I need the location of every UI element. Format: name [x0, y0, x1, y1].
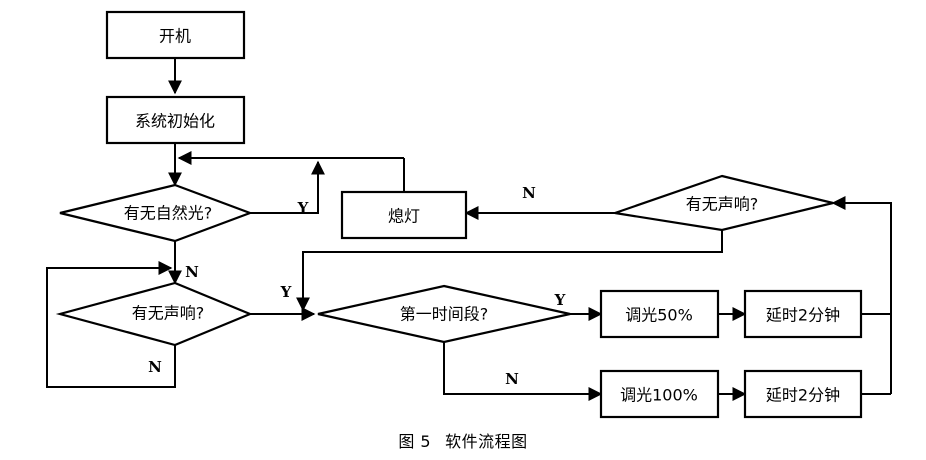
node-delay2-box — [743, 369, 863, 419]
node-delay1: 延时2分钟 — [743, 289, 863, 339]
edge-label-daylight-yes: Y — [297, 199, 309, 217]
node-period: 第一时间段? — [317, 284, 571, 344]
edge-period-no — [443, 342, 603, 401]
node-delay2-label: 延时2分钟 — [766, 386, 840, 405]
edge-soundleft-no-loop — [46, 261, 176, 388]
edge-label-soundleft-yes: Y — [280, 283, 292, 301]
node-daylight-diamond — [59, 183, 254, 243]
node-start: 开机 — [105, 10, 246, 60]
edge-label-soundleft-no: N — [148, 358, 162, 376]
node-sound-right-diamond — [614, 174, 834, 232]
node-daylight-label: 有无自然光? — [124, 204, 213, 223]
edge-label-daylight-no: N — [185, 263, 199, 281]
node-dim50-box — [599, 289, 720, 339]
node-lights-off: 熄灯 — [340, 190, 468, 240]
node-start-box — [105, 10, 246, 60]
node-sound-right-label: 有无声响? — [686, 195, 759, 214]
edge-daylight-yes — [250, 160, 325, 214]
node-init-label: 系统初始化 — [135, 112, 215, 131]
figure-caption-title: 软件流程图 — [445, 432, 528, 451]
node-sound-left: 有无声响? — [55, 281, 253, 347]
node-lights-off-box — [340, 190, 468, 240]
node-delay2: 延时2分钟 — [743, 369, 863, 419]
node-init-box — [105, 95, 246, 145]
node-period-diamond — [317, 284, 571, 344]
edge-soundright-yes-to-period — [296, 230, 723, 312]
edge-label-period-yes: Y — [554, 291, 566, 309]
edge-label-soundright-no: N — [522, 184, 536, 202]
node-delay1-box — [743, 289, 863, 339]
node-dim50-label: 调光50% — [625, 306, 693, 325]
node-daylight: 有无自然光? — [59, 183, 254, 243]
node-dim100: 调光100% — [599, 369, 720, 419]
figure-caption: 图 5 软件流程图 — [0, 428, 926, 452]
node-dim100-label: 调光100% — [620, 386, 698, 405]
node-dim100-box — [599, 369, 720, 419]
node-dim50: 调光50% — [599, 289, 720, 339]
node-period-label: 第一时间段? — [400, 305, 489, 324]
node-init: 系统初始化 — [105, 95, 246, 145]
node-start-label: 开机 — [159, 27, 191, 46]
edge-label-period-no: N — [505, 370, 519, 388]
node-sound-right: 有无声响? — [614, 174, 834, 232]
node-lights-off-label: 熄灯 — [388, 207, 420, 226]
node-delay1-label: 延时2分钟 — [766, 306, 840, 325]
edge-right-bus-to-soundright — [831, 196, 892, 394]
figure-caption-number: 图 5 — [398, 432, 432, 451]
node-sound-left-label: 有无声响? — [132, 304, 205, 323]
node-sound-left-diamond — [55, 281, 253, 347]
